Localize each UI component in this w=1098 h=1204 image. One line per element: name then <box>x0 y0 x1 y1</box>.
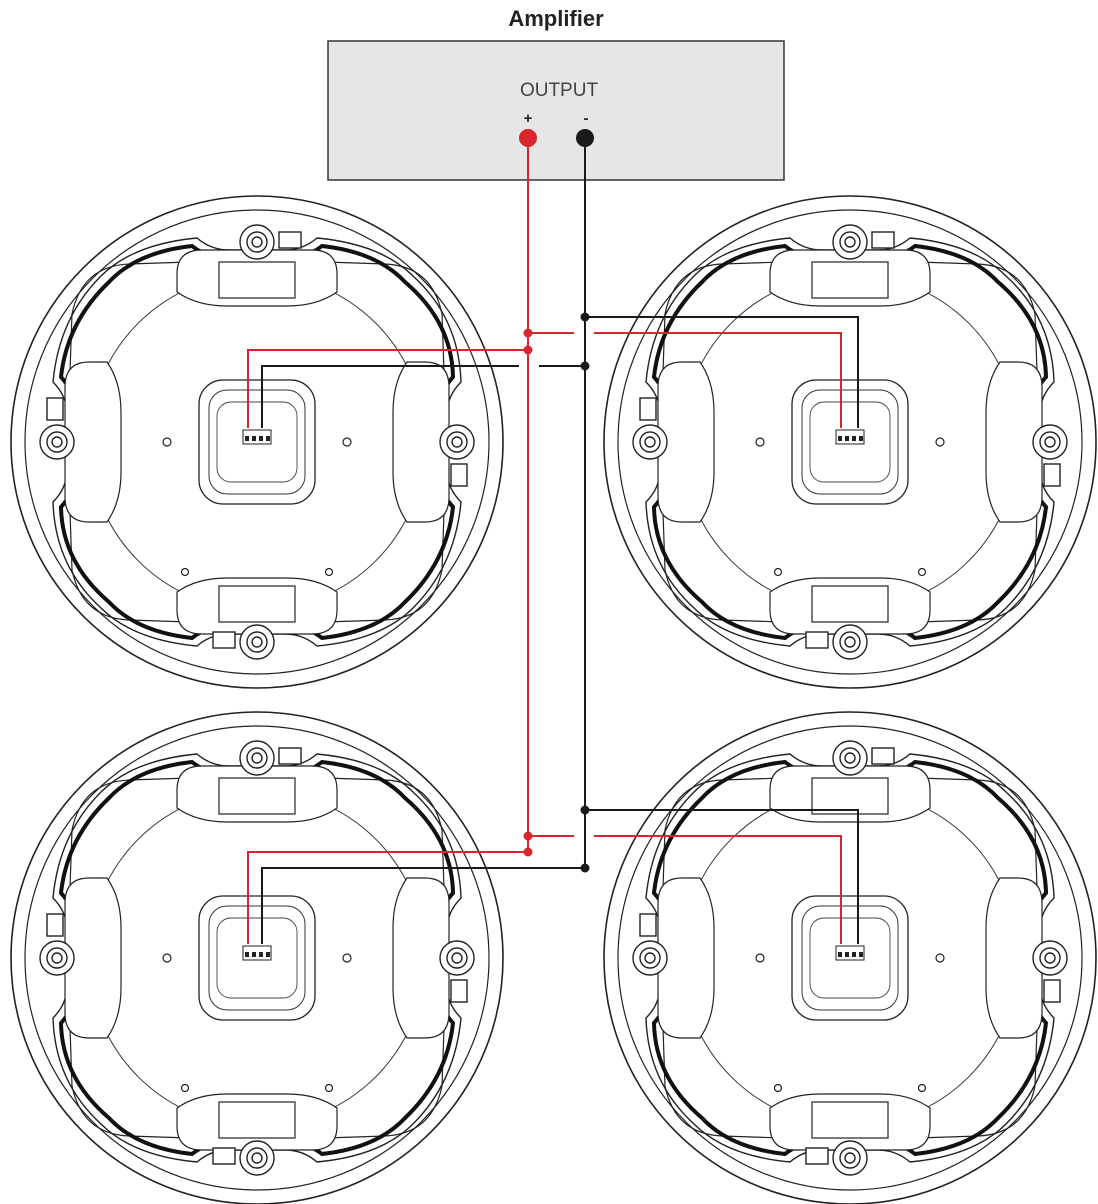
positive-wiring <box>247 138 842 944</box>
speaker-top-right <box>602 194 1098 690</box>
speaker-top-left <box>9 194 505 690</box>
diagram-title: Amplifier <box>508 6 604 31</box>
negative-junctions <box>580 312 590 873</box>
positive-label: + <box>524 110 533 127</box>
positive-terminal <box>519 129 537 147</box>
negative-terminal <box>576 129 594 147</box>
amplifier-box <box>327 40 785 181</box>
positive-junctions <box>523 328 533 857</box>
speaker-bottom-left <box>9 710 505 1204</box>
negative-label: - <box>584 110 589 127</box>
speaker-bottom-right <box>602 710 1098 1204</box>
negative-wiring <box>261 138 859 944</box>
output-label: OUTPUT <box>520 80 599 101</box>
